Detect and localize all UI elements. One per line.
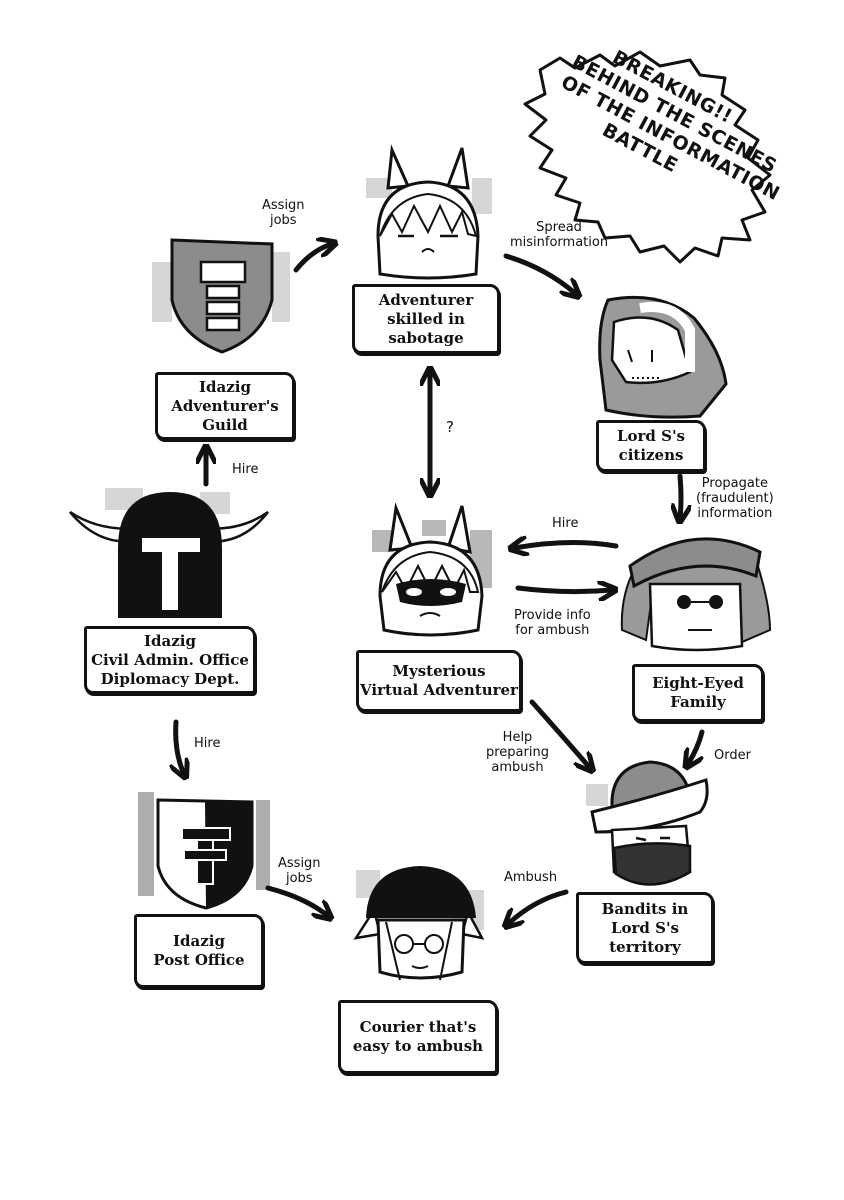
edge-label-line: (fraudulent)	[696, 491, 774, 506]
edge-label-line: Hire	[232, 462, 259, 477]
node-citizens: Lord S's citizens	[596, 420, 706, 472]
node-post-office-line: Idazig	[173, 932, 225, 950]
edge-label-line: jobs	[269, 213, 297, 228]
arrow-saboteur-to-citizens	[503, 253, 576, 294]
node-saboteur-line: sabotage	[388, 328, 464, 347]
node-saboteur-line: Adventurer	[378, 290, 474, 309]
node-guild-line: Adventurer's	[171, 396, 279, 415]
node-virtual-adventurer-line: Virtual Adventurer	[360, 681, 518, 699]
node-civil-admin: Idazig Civil Admin. Office Diplomacy Dep…	[84, 626, 256, 694]
arrow-civil-to-post	[176, 719, 184, 774]
arrows	[176, 244, 705, 924]
node-courier-line: Courier that's	[359, 1018, 477, 1036]
edge-label-order: Order	[714, 748, 751, 763]
edge-label-propagate: Propagate (fraudulent) information	[696, 476, 774, 521]
node-post-office: Idazig Post Office	[134, 914, 264, 988]
arrow-virtual-to-eight-eyed	[515, 588, 612, 592]
node-bandits-line: Bandits in	[601, 899, 689, 918]
node-civil-admin-line: Civil Admin. Office	[91, 650, 249, 669]
node-civil-admin-line: Idazig	[144, 631, 196, 650]
node-saboteur-line: skilled in	[387, 309, 465, 328]
edge-label-line: preparing	[486, 745, 549, 760]
node-citizens-line: citizens	[618, 446, 684, 464]
virtual-adventurer-masked-head	[372, 502, 492, 637]
edge-label-spread-misinformation: Spread misinformation	[510, 220, 608, 250]
node-courier-line: easy to ambush	[352, 1037, 484, 1055]
node-post-office-line: Post Office	[153, 951, 245, 969]
eight-eyed-family-head	[620, 537, 772, 652]
edge-label-line: Assign	[278, 856, 321, 871]
node-bandits-line: Lord S's	[610, 918, 680, 937]
arrow-bandits-to-courier	[508, 889, 569, 924]
node-civil-admin-line: Diplomacy Dept.	[100, 669, 240, 688]
node-saboteur: Adventurer skilled in sabotage	[352, 284, 500, 354]
edge-label-line: for ambush	[515, 623, 590, 638]
title-burst	[523, 50, 772, 264]
node-guild-line: Guild	[202, 415, 248, 434]
edge-label-line: Provide info	[514, 608, 591, 623]
arrow-virtual-to-bandits	[529, 699, 590, 768]
civil-admin-helmet-emblem	[69, 488, 269, 618]
edge-label-assign-jobs-top: Assign jobs	[262, 198, 305, 228]
node-citizens-line: Lord S's	[616, 427, 686, 445]
edge-label-line: Hire	[552, 516, 579, 531]
edge-label-line: Spread	[536, 220, 582, 235]
edge-label-ambush: Ambush	[504, 870, 557, 885]
edge-label-provide-info: Provide info for ambush	[514, 608, 591, 638]
citizens-hooded-head	[598, 295, 728, 419]
node-eight-eyed-line: Family	[670, 693, 726, 711]
node-eight-eyed-line: Eight-Eyed	[652, 674, 744, 692]
edge-label-line: Help	[502, 730, 533, 745]
edge-label-hire-mid: Hire	[552, 516, 578, 531]
node-guild: Idazig Adventurer's Guild	[155, 372, 295, 440]
arrow-citizens-to-eight-eyed	[680, 473, 681, 518]
courier-head	[353, 866, 485, 981]
edge-label-line: jobs	[285, 871, 313, 886]
node-guild-line: Idazig	[199, 377, 251, 396]
edge-label-line: Hire	[194, 736, 221, 751]
edge-label-line: ?	[446, 418, 454, 436]
arrow-eight-eyed-hire-virtual	[514, 542, 619, 548]
node-eight-eyed-family: Eight-Eyed Family	[632, 664, 764, 722]
edge-label-line: misinformation	[510, 235, 609, 250]
arrow-eight-eyed-to-bandits	[688, 729, 705, 764]
edge-label-line: Ambush	[504, 870, 558, 885]
node-bandits: Bandits in Lord S's territory	[576, 892, 714, 964]
arrow-guild-to-saboteur	[293, 244, 332, 273]
edge-label-line: ambush	[491, 760, 544, 775]
arrow-post-to-courier	[265, 885, 328, 916]
node-bandits-line: territory	[609, 937, 681, 956]
edge-label-hire-guild: Hire	[232, 462, 258, 477]
edge-label-line: Order	[714, 748, 751, 763]
node-virtual-adventurer: Mysterious Virtual Adventurer	[356, 650, 522, 712]
edge-label-help-preparing: Help preparing ambush	[486, 730, 549, 775]
node-courier: Courier that's easy to ambush	[338, 1000, 498, 1074]
edge-label-question: ?	[446, 420, 454, 435]
guild-shield-emblem	[152, 238, 290, 354]
edge-label-line: information	[697, 506, 773, 521]
bandit-head	[586, 760, 709, 886]
post-office-shield-emblem	[138, 792, 270, 910]
edge-label-hire-post: Hire	[194, 736, 220, 751]
edge-label-line: Propagate	[701, 476, 768, 491]
edge-label-assign-jobs-bottom: Assign jobs	[278, 856, 321, 886]
node-virtual-adventurer-line: Mysterious	[392, 662, 486, 680]
edge-label-line: Assign	[262, 198, 305, 213]
saboteur-head	[366, 144, 492, 280]
